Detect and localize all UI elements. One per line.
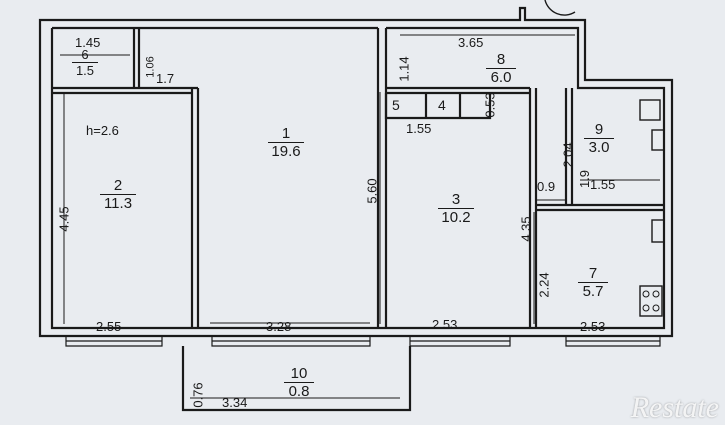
closets bbox=[384, 93, 492, 120]
dim-1-45: 1.45 bbox=[75, 35, 101, 50]
wall-room1-right bbox=[376, 28, 388, 328]
dimension-lines bbox=[60, 34, 660, 399]
dim-4-45: 4.45 bbox=[56, 206, 72, 232]
watermark-logo: Restate bbox=[630, 391, 719, 424]
dim-3-28: 3.28 bbox=[266, 319, 292, 334]
dim-2-04: 2.04 bbox=[560, 142, 576, 168]
dim-2-53a: 2.53 bbox=[432, 317, 458, 332]
outer-wall bbox=[38, 6, 674, 338]
dim-3-65: 3.65 bbox=[458, 35, 484, 50]
room-7-label: 7 5.7 bbox=[578, 266, 608, 300]
stove bbox=[639, 285, 663, 317]
wall-room2-right bbox=[190, 88, 200, 328]
corner-arc bbox=[544, 0, 576, 16]
dim-1-7: 1.7 bbox=[156, 71, 175, 86]
basin bbox=[651, 129, 665, 151]
room-10-label: 10 0.8 bbox=[284, 366, 314, 400]
room-1-label: 1 19.6 bbox=[268, 126, 304, 160]
dim-0-53: 0.53 bbox=[482, 92, 498, 118]
room-8-label: 8 6.0 bbox=[486, 52, 516, 86]
dim-1-55a: 1.55 bbox=[406, 121, 432, 136]
dim-2-53b: 2.53 bbox=[580, 319, 606, 334]
room-3-label: 3 10.2 bbox=[438, 192, 474, 226]
window-room1 bbox=[211, 336, 371, 347]
wall-room3-right bbox=[528, 88, 538, 328]
balcony bbox=[181, 346, 412, 412]
wall-room6-bottom bbox=[52, 86, 198, 95]
window-room7 bbox=[565, 336, 661, 347]
window-room2 bbox=[65, 336, 163, 347]
dim-1-14: 1.14 bbox=[396, 56, 412, 82]
dim-3-34: 3.34 bbox=[222, 395, 248, 410]
window-room3 bbox=[409, 336, 511, 347]
ceiling-height: h=2.6 bbox=[86, 123, 119, 138]
room-6-label: 6 1.5 bbox=[72, 48, 98, 78]
dim-1-55b: 1.55 bbox=[590, 177, 616, 192]
dim-2-55: 2.55 bbox=[96, 319, 122, 334]
room-5-label: 5 bbox=[392, 97, 400, 113]
sink-kitchen bbox=[651, 219, 665, 243]
room-2-label: 2 11.3 bbox=[100, 178, 136, 212]
room-9-label: 9 3.0 bbox=[584, 122, 614, 156]
dim-4-35: 4.35 bbox=[518, 216, 534, 242]
wall-bath-bottom bbox=[536, 203, 664, 212]
wall-bath bbox=[564, 88, 574, 205]
wall-room6-right bbox=[132, 28, 141, 88]
dim-2-24: 2.24 bbox=[536, 272, 552, 298]
dim-5-60: 5.60 bbox=[364, 178, 380, 204]
dim-0-9: 0.9 bbox=[537, 179, 556, 194]
outer-wall-inner bbox=[50, 26, 666, 330]
room-4-label: 4 bbox=[438, 97, 446, 113]
dim-0-76: 0.76 bbox=[190, 382, 206, 408]
sink-bath bbox=[639, 99, 661, 121]
wall-room3-top bbox=[386, 86, 530, 95]
